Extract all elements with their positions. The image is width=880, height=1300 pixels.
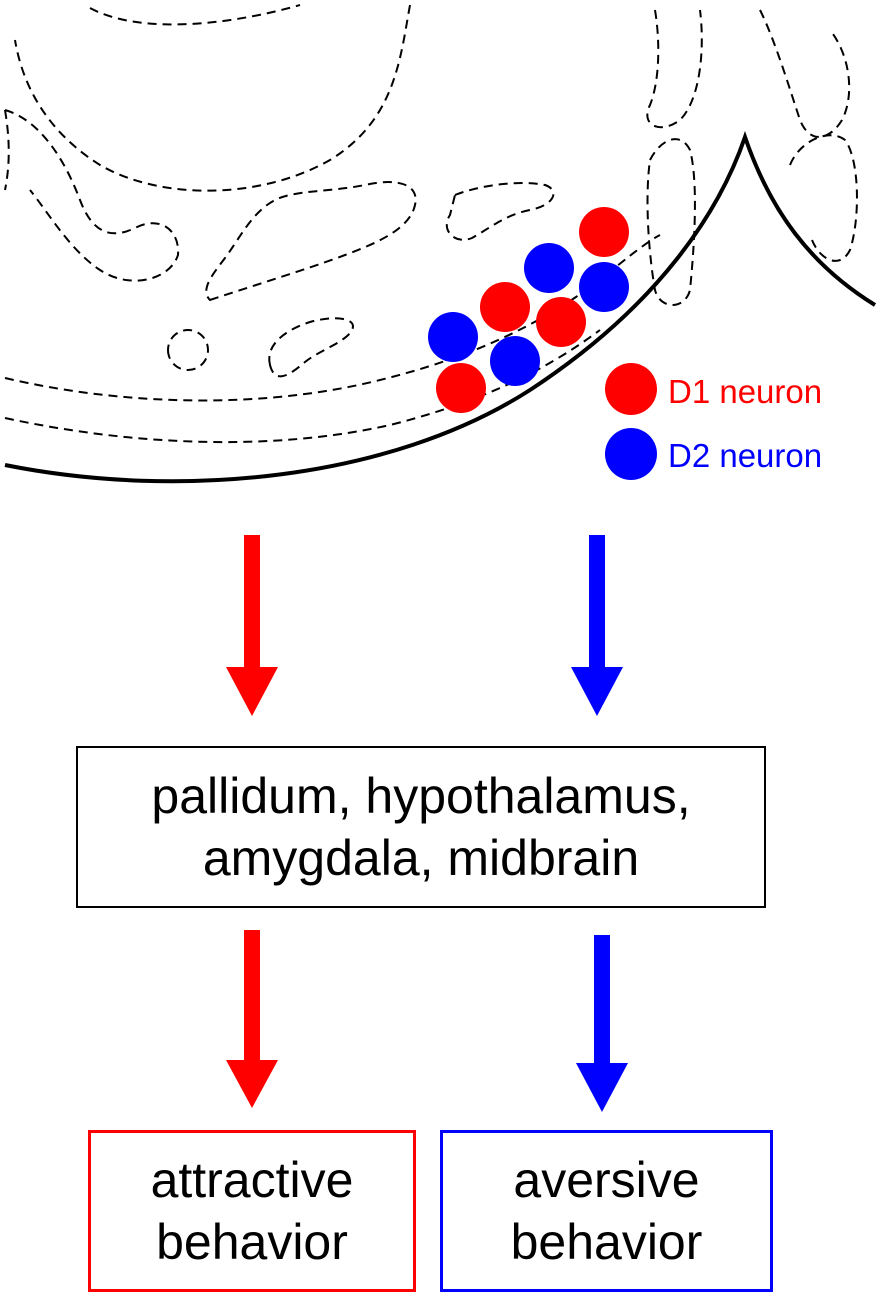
attractive-behavior-line1: attractive <box>150 1152 354 1208</box>
attractive-behavior-box: attractive behavior <box>88 1130 416 1292</box>
legend-d2-label: D2 neuron <box>668 437 823 474</box>
outline-left-edge <box>4 109 10 191</box>
d1-neuron <box>536 297 586 347</box>
outline-upper-left-lobe <box>4 109 180 282</box>
arrow-shaft <box>244 930 260 1062</box>
attractive-behavior-line2: behavior <box>156 1214 348 1270</box>
outline-ventral-band-outer <box>4 234 661 402</box>
outline-top-arc <box>89 4 301 26</box>
d1-arrow-to-behavior <box>226 930 278 1108</box>
d1-neuron <box>480 282 530 332</box>
d1-arrow-to-targets <box>226 535 278 716</box>
outline-small-circle <box>167 329 210 371</box>
d2-arrow-to-behavior <box>576 935 628 1112</box>
d1-neuron <box>436 363 486 413</box>
d2-neuron <box>428 312 478 362</box>
d2-neuron <box>524 243 574 293</box>
aversive-behavior-box: aversive behavior <box>440 1130 773 1292</box>
target-regions-line2: amygdala, midbrain <box>202 830 640 886</box>
arrow-head <box>226 667 278 716</box>
outline-right-column-a <box>759 9 851 138</box>
d2-neuron <box>579 262 629 312</box>
brain-section-outlines <box>4 4 858 444</box>
outline-elongated-blob <box>268 317 354 378</box>
aversive-behavior-line1: aversive <box>513 1152 700 1208</box>
neuron-cluster <box>428 207 629 413</box>
outline-tall-column <box>646 138 696 306</box>
outline-right-curve <box>14 4 411 192</box>
target-regions-box: pallidum, hypothalamus, amygdala, midbra… <box>76 746 766 908</box>
outline-central-structure <box>205 181 417 302</box>
target-regions-line1: pallidum, hypothalamus, <box>151 768 691 824</box>
outline-mid-column <box>646 9 703 129</box>
arrow-head <box>576 1063 628 1112</box>
d1-neuron <box>579 207 629 257</box>
arrow-head <box>226 1060 278 1108</box>
arrow-shaft <box>244 535 260 669</box>
aversive-behavior-line2: behavior <box>510 1214 703 1270</box>
legend-d1-marker <box>605 363 657 415</box>
arrow-head <box>571 667 623 716</box>
tissue-boundary <box>4 130 877 484</box>
outline-right-column-b <box>789 134 858 262</box>
d2-neuron <box>490 336 540 386</box>
arrow-shaft <box>594 935 610 1065</box>
legend-d2-marker <box>605 428 657 480</box>
outline-small-blob <box>445 182 555 241</box>
legend-d1-label: D1 neuron <box>668 373 823 410</box>
d2-arrow-to-targets <box>571 535 623 716</box>
arrow-shaft <box>589 535 605 669</box>
